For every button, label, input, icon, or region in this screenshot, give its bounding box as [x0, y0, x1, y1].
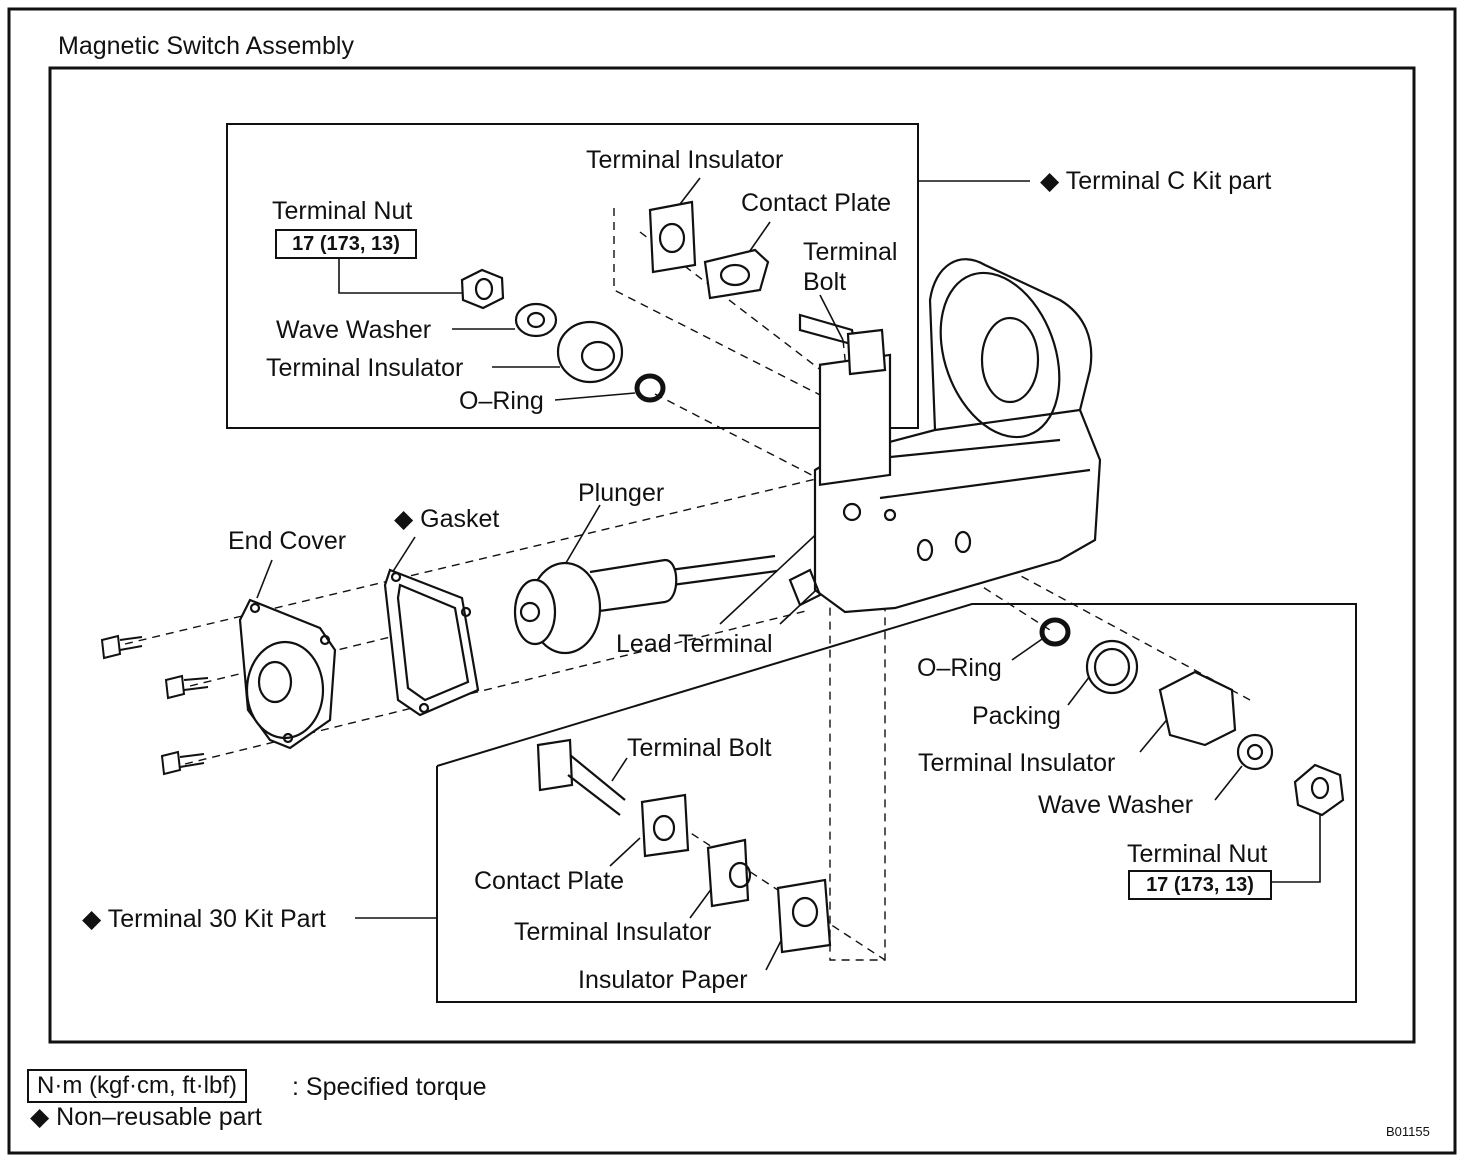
label-o-ring-right: O–Ring: [917, 654, 1002, 682]
label-o-ring-top: O–Ring: [459, 387, 544, 415]
label-terminal-insulator-top: Terminal Insulator: [586, 146, 784, 174]
legend-unit-desc: : Specified torque: [292, 1073, 487, 1101]
label-wave-washer-right: Wave Washer: [1038, 791, 1194, 819]
terminal-30-right-parts: [1039, 617, 1345, 817]
label-terminal-nut-top: Terminal Nut: [272, 197, 413, 225]
torque-spec-top: 17 (173, 13): [275, 229, 417, 259]
label-contact-plate-bottom: Contact Plate: [474, 867, 625, 895]
label-wave-washer-top: Wave Washer: [276, 316, 432, 344]
legend-unit-box: N·m (kgf·cm, ft·lbf): [27, 1069, 247, 1103]
label-terminal-30-kit: ◆ Terminal 30 Kit Part: [82, 905, 326, 933]
gasket-part: [383, 568, 480, 717]
legend-non-reusable: ◆ Non–reusable part: [30, 1103, 262, 1131]
figure-code: B01155: [1386, 1124, 1430, 1139]
label-insulator-paper: Insulator Paper: [578, 966, 748, 994]
label-terminal-c-kit: ◆ Terminal C Kit part: [1040, 167, 1272, 195]
label-terminal-nut-right: Terminal Nut: [1127, 840, 1268, 868]
terminal-30-bottom-parts: [536, 738, 832, 954]
label-packing: Packing: [972, 702, 1061, 730]
label-terminal-bolt-top-2: Bolt: [803, 268, 847, 296]
label-terminal-bolt-top-1: Terminal: [803, 238, 898, 266]
page-title: Magnetic Switch Assembly: [58, 32, 354, 60]
end-cover-screws: [100, 634, 209, 776]
label-terminal-insulator-right: Terminal Insulator: [918, 749, 1116, 777]
label-contact-plate-top: Contact Plate: [741, 189, 892, 217]
label-terminal-insulator-left: Terminal Insulator: [266, 354, 464, 382]
label-terminal-bolt-bottom: Terminal Bolt: [627, 734, 772, 762]
plunger-part: [513, 554, 778, 655]
label-terminal-insulator-bottom: Terminal Insulator: [514, 918, 712, 946]
label-lead-terminal: Lead Terminal: [616, 630, 773, 658]
label-end-cover: End Cover: [228, 527, 347, 555]
label-plunger: Plunger: [578, 479, 665, 507]
terminal-c-kit-frame: [226, 123, 919, 429]
terminal-c-kit-parts: [460, 200, 887, 403]
label-gasket: ◆ Gasket: [394, 505, 500, 533]
outer-frame: [7, 7, 1457, 1155]
inner-frame: [48, 66, 1416, 1044]
terminal-30-kit-frame: [436, 603, 1357, 1003]
solenoid-housing: [788, 258, 1102, 614]
end-cover-part: [238, 598, 337, 750]
torque-spec-right: 17 (173, 13): [1128, 870, 1272, 900]
